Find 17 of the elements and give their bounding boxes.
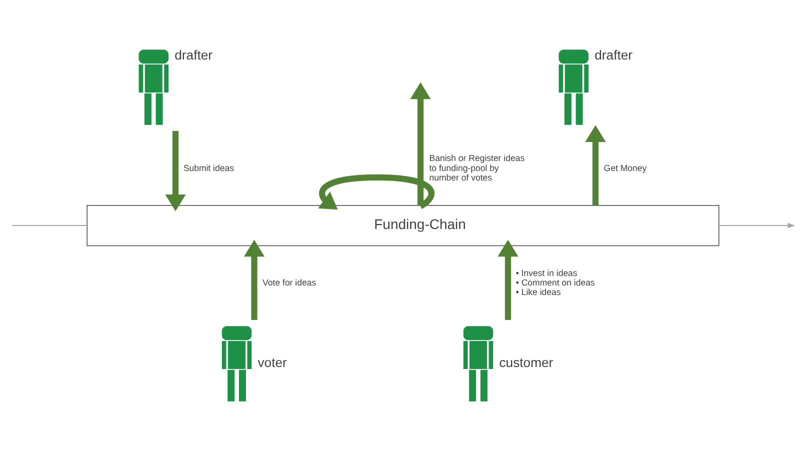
node-label: voter: [258, 354, 287, 370]
arrow: [165, 130, 186, 211]
arrow: [498, 239, 518, 320]
arrow: [318, 174, 434, 210]
node-label: drafter: [594, 46, 633, 62]
arrow: [410, 82, 431, 205]
arrow: [585, 124, 606, 205]
edge-label: Vote for ideas: [262, 276, 316, 287]
edge-label: Submit ideas: [183, 162, 234, 172]
node-label: customer: [499, 354, 554, 370]
node-label: drafter: [174, 46, 213, 62]
connector: [12, 224, 88, 226]
edge-label: • Invest in ideas • Comment on ideas • Like ideas: [516, 267, 595, 297]
edge-label: Get Money: [604, 162, 647, 172]
edge-label: Banish or Register ideas to funding-pool by number of votes: [429, 152, 525, 182]
arrow: [244, 239, 265, 320]
arrow: [718, 222, 796, 228]
